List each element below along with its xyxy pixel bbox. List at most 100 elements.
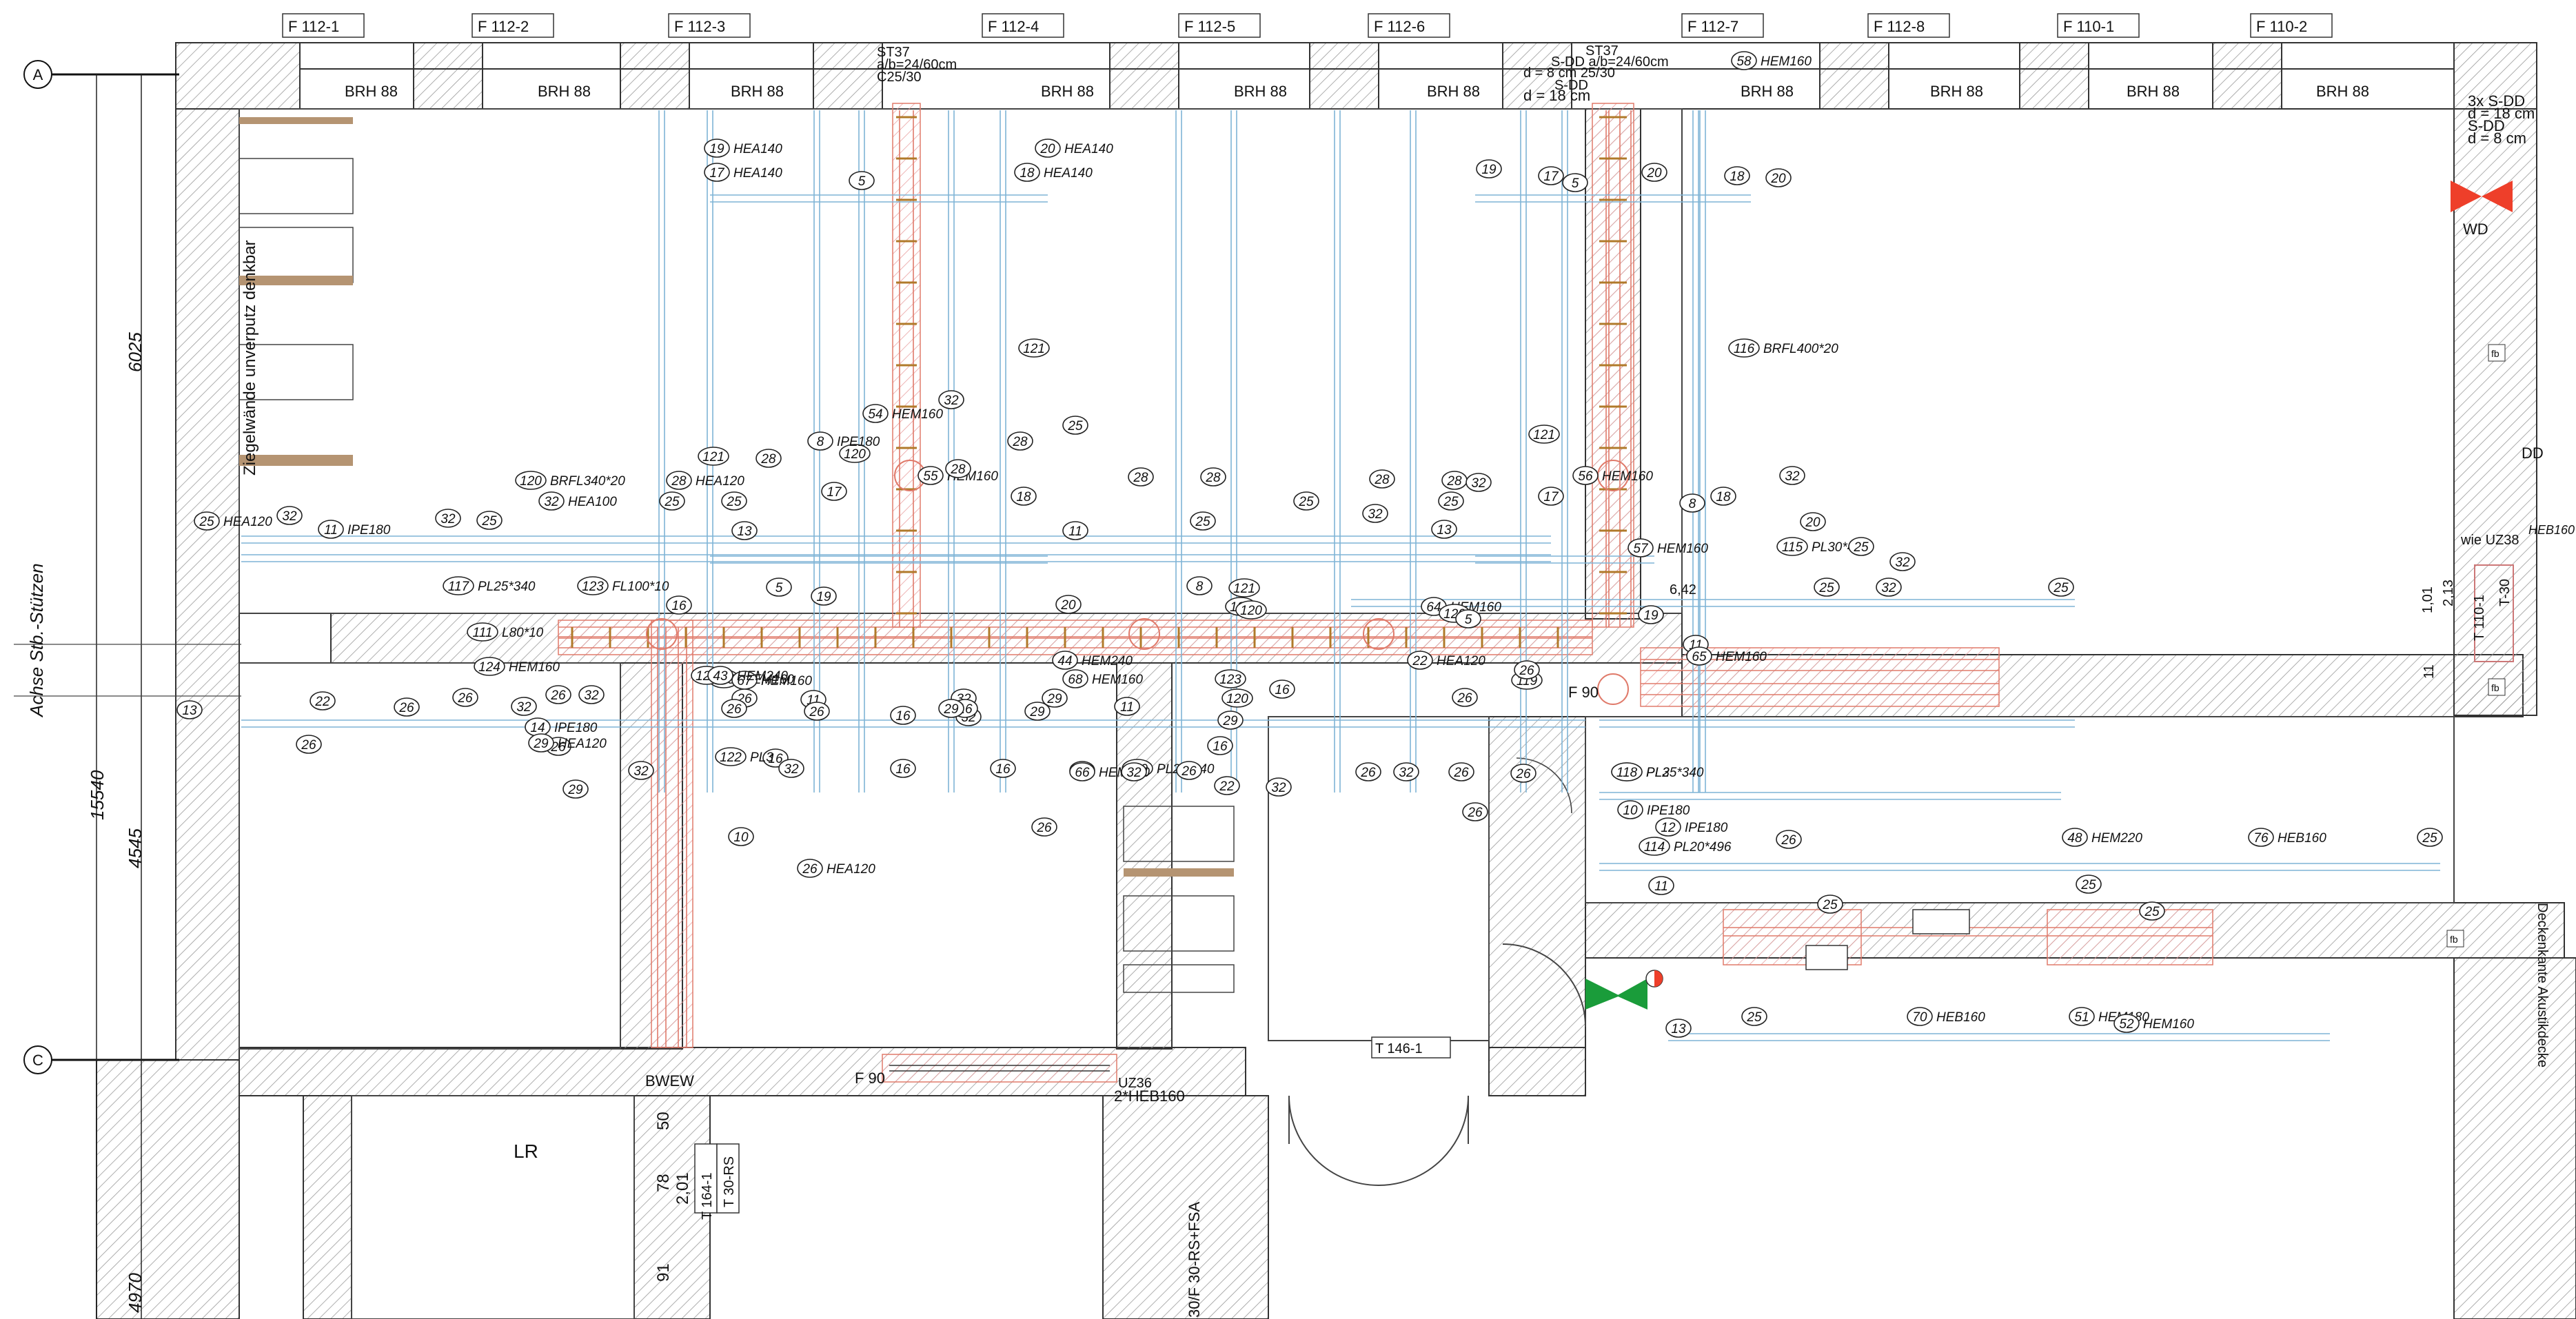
callout-number: 32 [584, 688, 599, 703]
callout-bubble [1466, 473, 1492, 492]
callout-bubble [1765, 168, 1792, 187]
callout-number: 32 [1126, 766, 1142, 780]
right-slab-2: d = 18 cm [2468, 105, 2535, 122]
beam-callout: 8 [1186, 576, 1213, 595]
window-frame [982, 13, 1064, 38]
beam-callout: 26 [721, 699, 747, 718]
callout-number: 22 [1219, 779, 1235, 794]
dim-15540: 15540 [87, 770, 108, 820]
uz36-label: UZ36 [1118, 1076, 1152, 1091]
heb160-beam [882, 1054, 1117, 1083]
beam-callout: 20 [1765, 168, 1792, 187]
window-label: F 112-8 [1874, 18, 1925, 35]
callout-number: 25 [2144, 905, 2160, 919]
callout-number: 20 [1646, 166, 1662, 181]
beam-callout: 32 [511, 697, 537, 716]
callout-profile: HEM160 [1092, 673, 1143, 687]
callout-number: 29 [1046, 692, 1062, 706]
callout-bubble [1221, 688, 1253, 708]
callout-bubble [1114, 697, 1140, 716]
callout-bubble [1042, 688, 1068, 708]
beam-callout: 28 [1007, 431, 1033, 451]
parapet-label: BRH 88 [1427, 83, 1480, 100]
axis-c-label: C [32, 1052, 43, 1069]
callout-bubble [1462, 802, 1488, 821]
callout-number: 26 [1036, 821, 1052, 835]
st37-right-5: d = 18 cm [1523, 87, 1590, 104]
callout-number: 56 [1578, 469, 1593, 484]
callout-profile: HEB160 [1936, 1010, 1985, 1025]
callout-bubble [1438, 491, 1464, 511]
callout-number: 29 [1222, 714, 1238, 728]
beam-callout: 32 [1121, 762, 1147, 781]
callout-bubble [804, 702, 830, 721]
callout-profile: IPE180 [1647, 804, 1690, 818]
callout-number: 26 [802, 862, 818, 877]
column-connection [1597, 673, 1629, 705]
callout-number: 5 [775, 581, 783, 595]
beam-callout: 121 [1228, 578, 1260, 597]
callout-bubble [849, 171, 875, 190]
callout-profile: IPE180 [554, 721, 598, 735]
column-connection [1363, 618, 1395, 650]
callout-bubble [2048, 577, 2074, 597]
callout-bubble [721, 699, 747, 718]
callout-bubble [1648, 876, 1674, 895]
callout-number: 29 [567, 783, 583, 797]
beam-callout: 25 [1438, 491, 1464, 511]
callout-number: 25 [1298, 495, 1314, 509]
callout-number: 122 [720, 750, 742, 765]
callout-bubble [728, 827, 754, 846]
callout-bubble [1741, 1007, 1767, 1026]
callout-profile: HEA120 [558, 737, 607, 751]
beam-callout: 29 [1217, 710, 1244, 730]
dim-4545: 4545 [125, 828, 145, 868]
callout-bubble [2076, 875, 2102, 894]
beam-callout: 13 [731, 521, 758, 540]
callout-number: 17 [709, 166, 725, 181]
beam-callout: 26 [1452, 688, 1478, 707]
callout-profile: HEA140 [733, 166, 782, 181]
callout-bubble [1214, 776, 1240, 795]
callout-bubble [1031, 817, 1057, 837]
callout-bubble [1817, 894, 1843, 914]
callout-bubble [628, 761, 654, 780]
callout-number: 20 [1805, 515, 1821, 530]
beam-callout: 26 [1448, 762, 1474, 781]
window-label: F 112-5 [1184, 18, 1235, 35]
beam-callout: 16 [890, 706, 916, 725]
callout-number: 57 [1633, 542, 1649, 556]
callout-bubble [1055, 595, 1082, 614]
t30fsa-label: 30/F 30-RS+FSA [1186, 1202, 1203, 1318]
callout-number: 118 [1616, 766, 1638, 780]
callout-profile: PL25*340 [478, 580, 536, 594]
callout-number: 16 [1213, 739, 1228, 754]
callout-number: 29 [533, 737, 549, 751]
callout-number: 51 [2074, 1010, 2089, 1025]
callout-bubble [1007, 431, 1033, 451]
callout-number: 17 [1543, 170, 1559, 184]
callout-bubble [938, 390, 964, 409]
callout-number: 28 [760, 452, 776, 467]
callout-profile: HEA140 [733, 142, 782, 156]
callout-profile: HEM160 [509, 660, 560, 675]
wall-note: Ziegelwände unverputz denkbar [241, 240, 259, 476]
t30-label: T-30 [2497, 579, 2513, 606]
dim-6025: 6025 [125, 332, 145, 372]
beam-callout: 26 [1355, 762, 1381, 781]
parapet-label: BRH 88 [2316, 83, 2369, 100]
parapet-label: BRH 88 [1930, 83, 1983, 100]
beam-callout: 32 [1266, 777, 1292, 797]
beam-callout: 32 [1466, 473, 1492, 492]
callout-bubble [1655, 817, 1681, 837]
callout-number: 123 [582, 580, 604, 594]
t146-label: T 146-1 [1375, 1041, 1423, 1056]
callout-number: 11 [1120, 700, 1134, 715]
window-label: F 110-1 [2063, 18, 2114, 35]
